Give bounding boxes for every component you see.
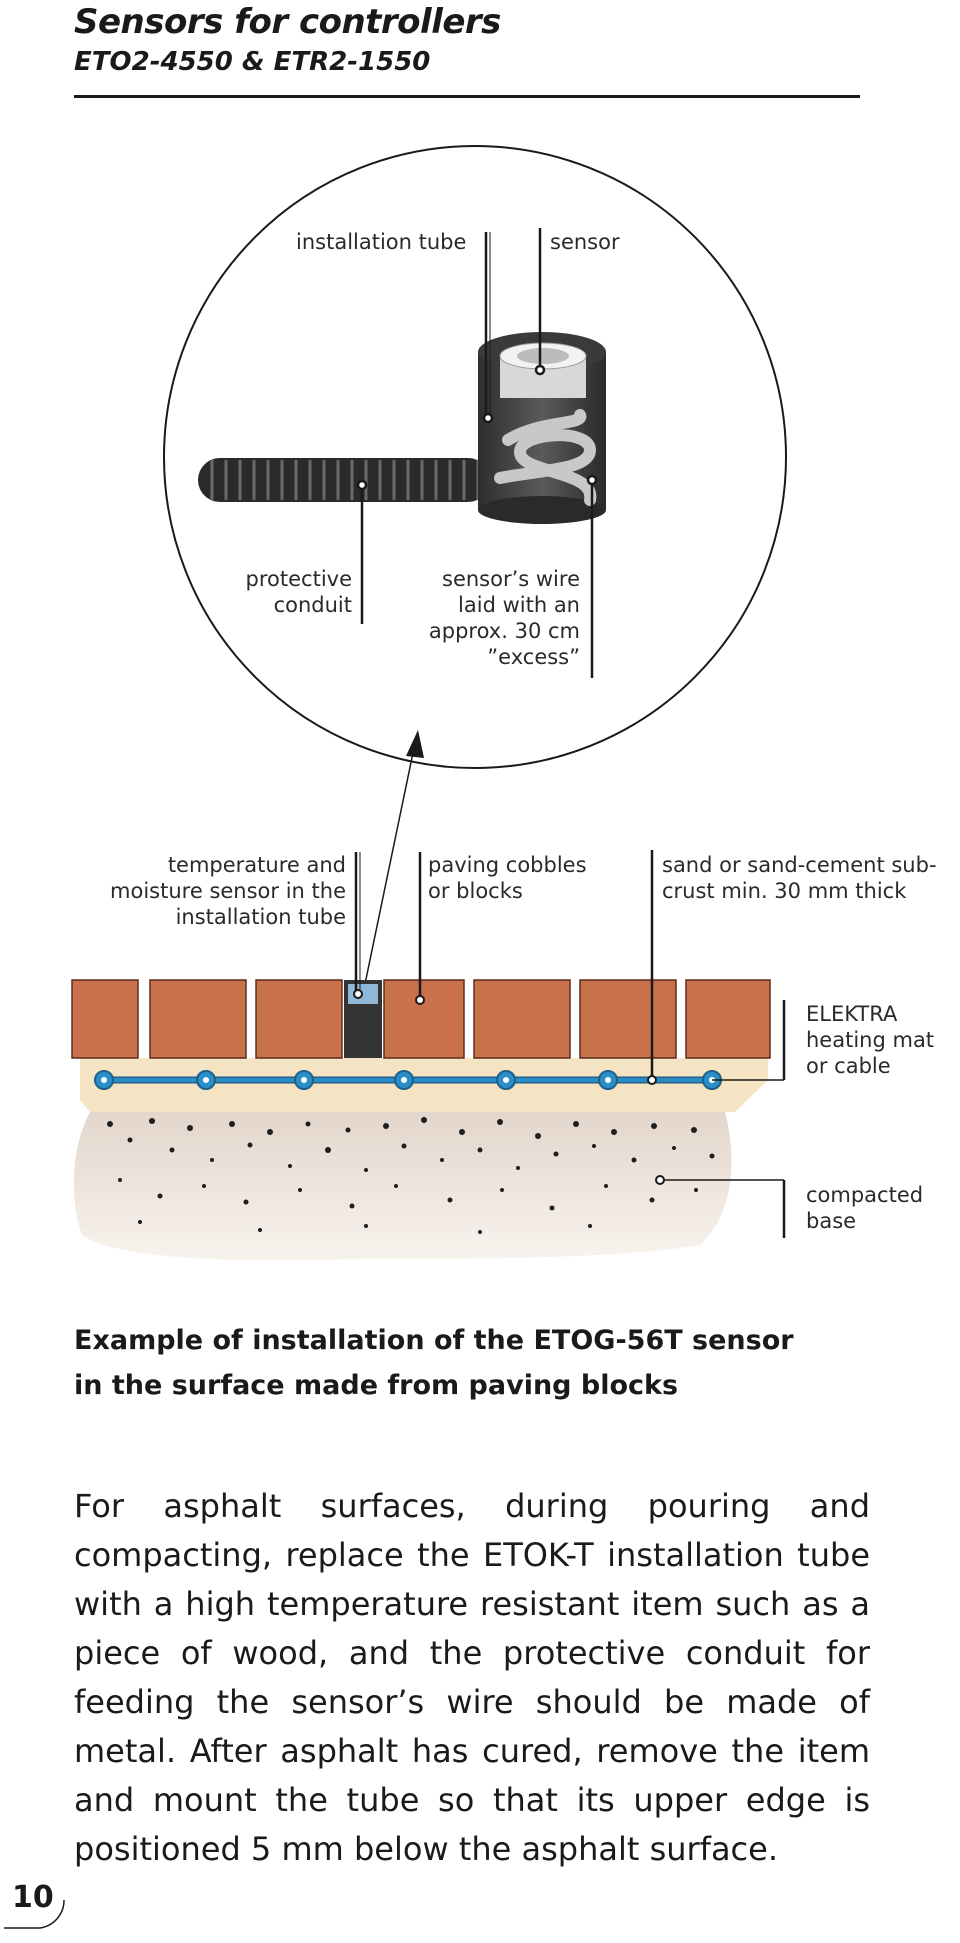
page-number: 10 bbox=[0, 1866, 70, 1932]
page-number-arc bbox=[4, 1899, 65, 1929]
label-line: base bbox=[806, 1209, 857, 1233]
label-line: or blocks bbox=[428, 879, 523, 903]
label-line: laid with an bbox=[458, 593, 580, 617]
section-leaders bbox=[354, 850, 786, 1238]
label-paving-blocks: paving cobbles or blocks bbox=[428, 852, 587, 904]
label-line: compacted bbox=[806, 1183, 924, 1207]
ground-sensor bbox=[344, 980, 382, 1058]
compacted-base bbox=[73, 1112, 732, 1261]
caption-line: in the surface made from paving blocks bbox=[74, 1370, 679, 1401]
label-line: temperature and bbox=[167, 853, 346, 877]
header-rule bbox=[74, 95, 860, 98]
label-line: heating mat bbox=[806, 1028, 935, 1052]
leader-dots bbox=[353, 989, 665, 1185]
label-line: sensor’s wire bbox=[442, 567, 580, 591]
label-temperature-sensor: temperature and moisture sensor in the i… bbox=[90, 852, 346, 930]
label-line: sand or sand-cement sub- bbox=[662, 853, 937, 877]
label-line: installation tube bbox=[175, 905, 346, 929]
heating-cable bbox=[94, 1070, 722, 1090]
label-sensor: sensor bbox=[550, 230, 620, 254]
label-line: crust min. 30 mm thick bbox=[662, 879, 907, 903]
label-sand-layer: sand or sand-cement sub- crust min. 30 m… bbox=[662, 852, 937, 904]
sand-layer bbox=[80, 1058, 768, 1112]
coiled-wire bbox=[494, 409, 597, 506]
detail-leaders bbox=[356, 228, 598, 678]
protective-conduit bbox=[198, 458, 490, 502]
page-title: Sensors for controllers bbox=[74, 2, 501, 42]
label-compacted-base: compacted base bbox=[806, 1182, 923, 1234]
label-elektra-cable: ELEKTRA heating mat or cable bbox=[806, 1001, 934, 1079]
paving-blocks bbox=[71, 979, 771, 1059]
page-number-text: 10 bbox=[12, 1880, 54, 1915]
label-line: conduit bbox=[273, 593, 352, 617]
label-line: paving cobbles bbox=[428, 853, 587, 877]
gravel-dots bbox=[107, 1117, 715, 1234]
sensor-body bbox=[499, 342, 587, 398]
label-installation-tube: installation tube bbox=[296, 230, 467, 254]
body-paragraph: For asphalt surfaces, during pouring and… bbox=[74, 1487, 870, 1868]
label-line: moisture sensor in the bbox=[110, 879, 346, 903]
label-line: or cable bbox=[806, 1054, 891, 1078]
label-sensor-wire: sensor’s wire laid with an approx. 30 cm… bbox=[400, 566, 580, 670]
label-line: ELEKTRA bbox=[806, 1002, 898, 1026]
label-line: approx. 30 cm bbox=[428, 619, 580, 643]
label-line: ”excess” bbox=[487, 645, 580, 669]
label-line: protective bbox=[245, 567, 352, 591]
caption-line: Example of installation of the ETOG-56T … bbox=[74, 1325, 794, 1356]
detail-circle bbox=[163, 145, 787, 769]
page-subtitle: ETO2-4550 & ETR2-1550 bbox=[74, 47, 431, 77]
detail-arrow bbox=[359, 730, 424, 1009]
label-protective-conduit: protective conduit bbox=[200, 566, 352, 618]
figure-caption: Example of installation of the ETOG-56T … bbox=[74, 1318, 794, 1408]
